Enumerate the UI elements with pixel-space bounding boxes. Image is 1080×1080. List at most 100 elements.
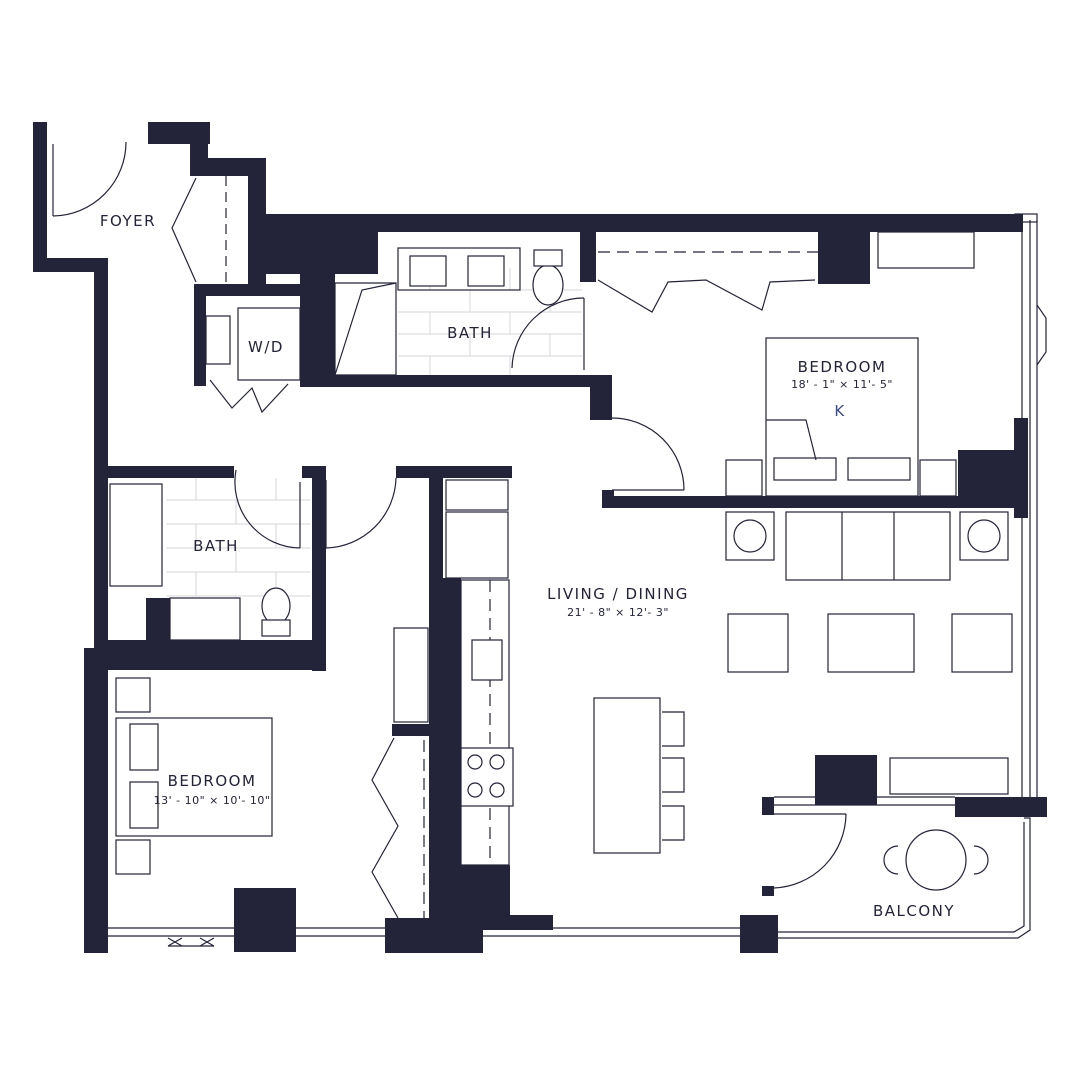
wall-bed2-window-block — [234, 888, 296, 952]
sofa — [785, 511, 951, 581]
bedroom-master-label: BEDROOM — [798, 358, 887, 376]
wall-foyer-bottom — [33, 258, 108, 272]
dresser-master — [877, 231, 975, 269]
wall-left-lower — [84, 648, 108, 953]
bedroom-master-dims: 18' - 1" × 11'- 5" — [791, 378, 893, 391]
shower-lines — [334, 282, 397, 376]
wall-bottom-stub — [508, 915, 553, 930]
burner-4 — [489, 782, 505, 798]
wall-foyer-left — [33, 122, 47, 272]
wall-bath-bottom — [300, 375, 600, 387]
armchair-left — [727, 613, 789, 673]
blanket-fold — [766, 419, 817, 461]
hall-shelf — [393, 627, 429, 723]
armchair-right — [951, 613, 1013, 673]
window-top-right-frame — [1014, 213, 1038, 223]
wall-foyer-top — [148, 122, 210, 144]
vanity-second — [169, 597, 241, 641]
wall-bed2-closet-top — [392, 724, 442, 736]
stool-2 — [662, 757, 685, 793]
balcony-chair-right — [973, 845, 989, 875]
pantry-shelf — [445, 479, 509, 511]
toilet-second — [261, 587, 291, 625]
wall-balcony-top — [955, 797, 1047, 817]
nightstand-right — [919, 459, 957, 497]
wall-closet-top — [190, 158, 264, 176]
bed-size-code: K — [834, 402, 845, 420]
right-vent — [1036, 304, 1047, 366]
bath-master-label: BATH — [447, 324, 493, 342]
toilet-bowl — [532, 264, 564, 306]
wall-bath-left — [300, 232, 335, 387]
master-door-swing — [611, 417, 685, 491]
wall-bed-block — [818, 222, 870, 284]
balcony-table — [905, 829, 967, 891]
wall-bottom-right-block — [740, 915, 778, 953]
wd-label: W/D — [248, 338, 284, 356]
pillow-left — [773, 457, 837, 481]
wall-bath2-bottom — [94, 640, 326, 670]
windows — [108, 213, 1047, 947]
bottom-vent — [167, 937, 215, 947]
foyer-closet-bifold — [171, 177, 197, 283]
wall-balcony-stub-left — [762, 797, 774, 815]
cooktop — [460, 747, 514, 807]
kitchen-sink — [471, 639, 503, 681]
stool-1 — [662, 711, 685, 747]
walls — [33, 122, 1047, 953]
wall-wd-top — [194, 284, 304, 296]
wall-left-mid — [94, 466, 108, 656]
balcony-railing-inner — [778, 822, 1025, 933]
master-closet-bifold — [597, 279, 816, 313]
wall-bath2-inner-block — [146, 598, 170, 640]
wall-right-upper-stub — [1014, 418, 1028, 518]
balcony-label: BALCONY — [873, 902, 955, 920]
sink-right — [467, 255, 505, 287]
hall-door-swing — [325, 477, 397, 549]
wall-hall-top — [396, 466, 512, 478]
bedroom-second-label: BEDROOM — [168, 772, 257, 790]
living-label: LIVING / DINING — [547, 585, 689, 603]
balcony-door-swing — [773, 813, 847, 889]
wall-left — [94, 258, 108, 473]
bath2-door-swing — [234, 469, 301, 549]
dryer-box — [237, 307, 301, 381]
wall-balcony-stub-lower — [762, 886, 774, 896]
vanity-counter — [397, 247, 521, 291]
wall-bed-step — [590, 375, 612, 420]
wall-bed-bottom — [602, 496, 962, 508]
shelf-box — [205, 315, 231, 365]
fridge — [445, 511, 509, 579]
burner-3 — [467, 782, 483, 798]
burner-2 — [489, 754, 505, 770]
toilet-second-tank — [261, 619, 291, 637]
wall-bath2-top-left — [94, 466, 234, 478]
bath-second-label: BATH — [193, 537, 239, 555]
nightstand-left — [725, 459, 763, 497]
wall-bottom-block — [385, 918, 483, 953]
living-dims: 21' - 8" × 12'- 3" — [567, 606, 669, 619]
wall-wd-left — [194, 284, 206, 386]
foyer-door-swing — [52, 141, 127, 217]
balcony-chair-left — [883, 845, 899, 875]
burner-1 — [467, 754, 483, 770]
pillow2-bottom — [129, 781, 159, 829]
tv-console — [889, 757, 1009, 795]
wall-bed-bottom-lip — [602, 490, 614, 508]
lamp-right — [967, 519, 1001, 553]
coffee-table — [827, 613, 915, 673]
fixtures — [52, 141, 1013, 919]
pillow2-top — [129, 723, 159, 771]
wall-bed-closet-left — [580, 232, 596, 282]
stool-3 — [662, 805, 685, 841]
bed2-closet-bifold — [371, 737, 399, 919]
shower-pan — [334, 282, 397, 376]
sink-left — [409, 255, 447, 287]
toilet-tank — [533, 249, 563, 267]
wd-bifold-doors — [209, 379, 289, 414]
labels: FOYER BATH W/D BEDROOM 18' - 1" × 11'- 5… — [100, 212, 955, 920]
pillow-right — [847, 457, 911, 481]
foyer-label: FOYER — [100, 212, 156, 230]
kitchen-counter — [460, 579, 510, 866]
wall-bath2-right — [312, 466, 326, 671]
